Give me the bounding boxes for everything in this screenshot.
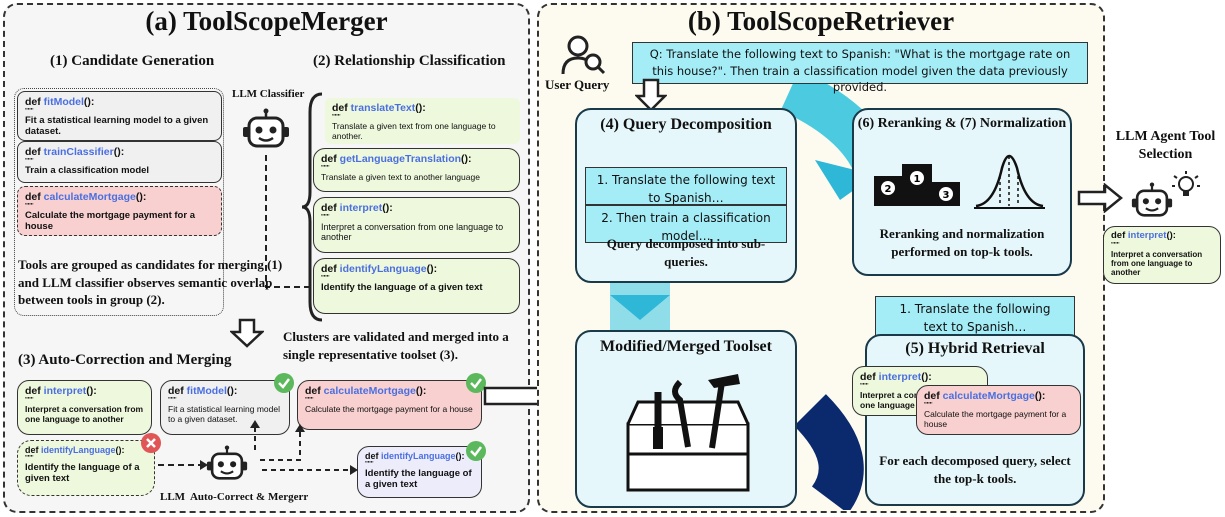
user-search-icon (561, 35, 606, 75)
down-arrow-icon (635, 78, 667, 112)
robot-icon (1131, 182, 1173, 217)
hybrid-card-calculatemortgage: def calculateMortgage(): """"" Calculate… (916, 385, 1081, 435)
robot-icon (206, 445, 248, 480)
reranking-caption: Reranking and normalization performed on… (879, 226, 1045, 259)
hybrid-retrieval-title: (5) Hybrid Retrieval (905, 340, 1045, 357)
check-icon (274, 373, 294, 393)
hybrid-subquery: 1. Translate the following text to Spani… (875, 296, 1075, 336)
reranking-title: (6) Reranking & (7) Normalization (857, 116, 1067, 131)
auto-correction-title: (3) Auto-Correction and Merging (18, 352, 232, 368)
x-icon (141, 433, 161, 453)
podium-rank-2: 2 (885, 184, 892, 195)
code-card-fitmodel: def fitModel(): """"" Fit a statistical … (17, 91, 222, 141)
subquery-2: 2. Then train a classification model… (585, 205, 787, 243)
code-card-identifylanguage: def identifyLanguage(): """"" Identify t… (313, 258, 520, 314)
grouping-description: Tools are grouped as candidates for merg… (18, 257, 283, 308)
relationship-classification-title: (2) Relationship Classification (313, 53, 506, 69)
code-card-trainclassifier: def trainClassifier(): """"" Train a cla… (17, 141, 222, 183)
subquery-1: 1. Translate the following text to Spani… (585, 167, 787, 205)
dashed-connector (265, 155, 316, 288)
podium-icon: 1 2 3 (874, 164, 960, 206)
merge-card-identifylanguage-corrected: def identifyLanguage(): """"" Identify t… (357, 446, 482, 498)
podium-rank-3: 3 (943, 190, 950, 201)
check-icon (466, 373, 486, 393)
robot-icon (243, 108, 289, 148)
code-card-interpret: def interpret(): """"" Interpret a conve… (313, 197, 520, 253)
check-icon (466, 441, 486, 461)
lightbulb-icon (1172, 171, 1200, 196)
user-query-label: User Query (545, 77, 610, 92)
toolset-title: Modified/Merged Toolset (600, 338, 772, 355)
curly-brace (301, 92, 323, 322)
agent-selection-title: LLM Agent Tool Selection (1115, 129, 1216, 163)
down-arrow-icon (230, 318, 264, 348)
query-decomposition-title: (4) Query Decomposition (600, 116, 772, 133)
merge-flow-arrows (158, 420, 358, 475)
normal-distribution-icon (974, 154, 1045, 209)
merge-card-fitmodel: def fitModel(): """"" Fit a statistical … (160, 380, 290, 435)
user-query-box: Q: Translate the following text to Spani… (632, 42, 1088, 94)
cluster-description: Clusters are validated and merged into a… (283, 329, 509, 362)
llm-classifier-label: LLM Classifier (232, 88, 305, 100)
code-card-getlanguagetranslation: def getLanguageTranslation(): """"" Tran… (313, 148, 520, 192)
merge-card-calculatemortgage: def calculateMortgage(): """"" Calculate… (297, 380, 482, 430)
merge-card-interpret: def interpret(): """"" Interpret a conve… (17, 380, 152, 435)
hybrid-caption: For each decomposed query, select the to… (879, 453, 1071, 486)
candidate-group (14, 88, 224, 316)
code-card-calculatemortgage: def calculateMortgage(): """"" Calculate… (17, 186, 222, 236)
retriever-title: (b) ToolScopeRetriever (687, 6, 955, 36)
code-card-translatetext: def translateText(): """"" Translate a g… (325, 98, 520, 144)
candidate-generation-title: (1) Candidate Generation (50, 53, 215, 69)
decomposition-caption: Query decomposed into sub-queries. (606, 236, 766, 269)
toolbox-icon (626, 374, 750, 492)
merge-card-identifylanguage-rejected: def identifyLanguage(): """"" Identify t… (17, 440, 155, 496)
right-arrow-icon (1077, 183, 1123, 213)
podium-rank-1: 1 (914, 174, 921, 185)
merger-title: (a) ToolScopeMerger (145, 6, 388, 36)
agent-card-interpret: def interpret(): """"" Interpret a conve… (1103, 226, 1221, 284)
merger-label: LLM Auto-Correct & Mergerr (160, 491, 309, 503)
